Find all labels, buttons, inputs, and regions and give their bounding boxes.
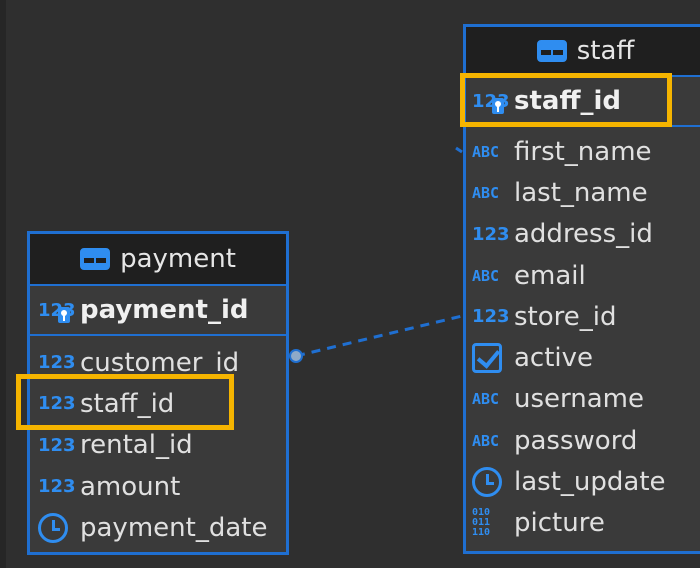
integer-type-icon: 123	[472, 306, 510, 328]
entity-title: payment	[120, 244, 236, 274]
checkbox-icon	[472, 343, 502, 374]
column-row-password[interactable]: ABC password	[466, 420, 700, 461]
column-name: last_update	[514, 467, 666, 498]
integer-type-icon: 123	[38, 434, 76, 456]
integer-type-icon: 123	[472, 223, 510, 245]
text-type-icon: ABC	[472, 142, 500, 161]
column-name: rental_id	[80, 430, 193, 461]
entity-header-payment[interactable]: payment	[30, 234, 286, 286]
column-row-first-name[interactable]: ABC first_name	[466, 131, 700, 172]
column-name: customer_id	[80, 347, 240, 378]
integer-type-icon: 123	[38, 393, 76, 415]
column-name: password	[514, 425, 638, 456]
column-row-staff-id[interactable]: 123 staff_id	[30, 383, 286, 424]
integer-key-icon: 123	[472, 86, 510, 116]
column-name: address_id	[514, 219, 653, 250]
column-name: amount	[80, 471, 181, 502]
integer-type-icon: 123	[38, 352, 76, 374]
entity-payment[interactable]: payment 123 payment_id 123 customer_id 1…	[27, 231, 289, 555]
staff-edge-connector[interactable]	[455, 146, 463, 154]
fk-connector-line[interactable]	[295, 314, 463, 358]
column-row-picture[interactable]: 010 011 110 picture	[466, 503, 700, 544]
entity-title: staff	[576, 36, 635, 66]
column-name: staff_id	[80, 388, 175, 419]
column-name: payment_date	[80, 512, 268, 543]
column-row-last-update[interactable]: last_update	[466, 461, 700, 502]
column-name: store_id	[514, 301, 617, 332]
column-name: email	[514, 260, 586, 291]
entity-staff[interactable]: staff 123 staff_id ABC first_name ABC la…	[463, 24, 700, 554]
column-name: active	[514, 343, 594, 374]
column-row-rental-id[interactable]: 123 rental_id	[30, 425, 286, 466]
column-row-address-id[interactable]: 123 address_id	[466, 214, 700, 255]
primary-key-section: 123 payment_id	[30, 286, 286, 336]
entity-header-staff[interactable]: staff	[466, 27, 700, 77]
integer-key-icon: 123	[38, 295, 76, 325]
column-name: username	[514, 384, 644, 415]
binary-type-icon: 010 011 110	[472, 507, 491, 539]
table-icon	[80, 248, 111, 270]
integer-type-icon: 123	[38, 476, 76, 498]
column-row-staff-id-pk[interactable]: 123 staff_id	[466, 77, 700, 125]
column-row-customer-id[interactable]: 123 customer_id	[30, 342, 286, 383]
clock-icon	[472, 467, 502, 498]
text-type-icon: ABC	[472, 390, 500, 409]
column-row-amount[interactable]: 123 amount	[30, 466, 286, 507]
text-type-icon: ABC	[472, 431, 500, 450]
column-name: first_name	[514, 136, 652, 167]
column-row-username[interactable]: ABC username	[466, 379, 700, 420]
column-name: last_name	[514, 177, 648, 208]
column-row-payment-date[interactable]: payment_date	[30, 507, 286, 548]
clock-icon	[38, 512, 68, 543]
column-row-store-id[interactable]: 123 store_id	[466, 296, 700, 337]
key-icon	[492, 98, 504, 114]
fk-connector-endpoint[interactable]	[289, 349, 303, 363]
column-row-last-name[interactable]: ABC last_name	[466, 172, 700, 213]
column-row-email[interactable]: ABC email	[466, 255, 700, 296]
text-type-icon: ABC	[472, 183, 500, 202]
text-type-icon: ABC	[472, 266, 500, 285]
column-name: payment_id	[80, 295, 249, 325]
column-name: picture	[514, 508, 605, 539]
key-icon	[58, 307, 70, 323]
column-list: ABC first_name ABC last_name 123 address…	[466, 127, 700, 544]
column-name: staff_id	[514, 86, 622, 116]
table-icon	[536, 40, 567, 62]
primary-key-section: 123 staff_id	[466, 77, 700, 127]
canvas-left-edge	[0, 0, 6, 568]
column-list: 123 customer_id 123 staff_id 123 rental_…	[30, 336, 286, 548]
column-row-payment-id[interactable]: 123 payment_id	[30, 286, 286, 334]
column-row-active[interactable]: active	[466, 337, 700, 378]
